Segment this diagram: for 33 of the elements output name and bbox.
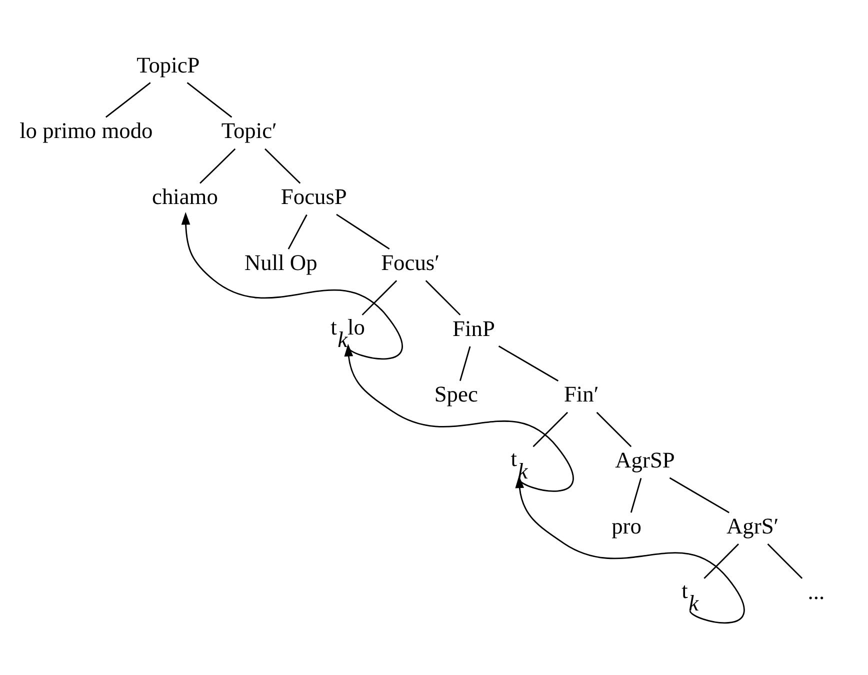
node-text: Topic′: [221, 118, 277, 144]
connector: [630, 478, 642, 513]
connector: [704, 544, 739, 579]
node-text: chiamo: [152, 184, 218, 210]
connector: [459, 346, 471, 381]
node-text: FinP: [452, 316, 495, 341]
node-text: FocusP: [280, 184, 347, 210]
connector: [264, 148, 301, 184]
node-text: AgrSP: [615, 447, 675, 472]
connector: [767, 544, 803, 579]
node-text: Fin′: [564, 382, 599, 407]
arrow: [181, 212, 403, 360]
connector: [362, 280, 398, 316]
connector: [532, 412, 568, 448]
connector: [596, 412, 632, 448]
connector: [200, 148, 236, 184]
node-text: lo primo modo: [20, 118, 153, 144]
connector: [336, 214, 390, 250]
connector: [425, 280, 461, 316]
node-text: ...: [808, 579, 825, 604]
node-text: pro: [612, 513, 642, 538]
connector: [186, 82, 232, 118]
connector: [498, 346, 559, 382]
node-text: Spec: [434, 382, 478, 407]
node-text: Focus′: [381, 250, 440, 275]
connector: [669, 477, 730, 514]
node-text: TopicP: [136, 52, 200, 78]
connector: [105, 82, 151, 118]
arrow: [344, 344, 574, 492]
connector: [288, 214, 308, 250]
node-text: AgrS′: [726, 513, 779, 538]
node-text: Null Op: [244, 250, 318, 275]
arrow: [515, 475, 745, 624]
